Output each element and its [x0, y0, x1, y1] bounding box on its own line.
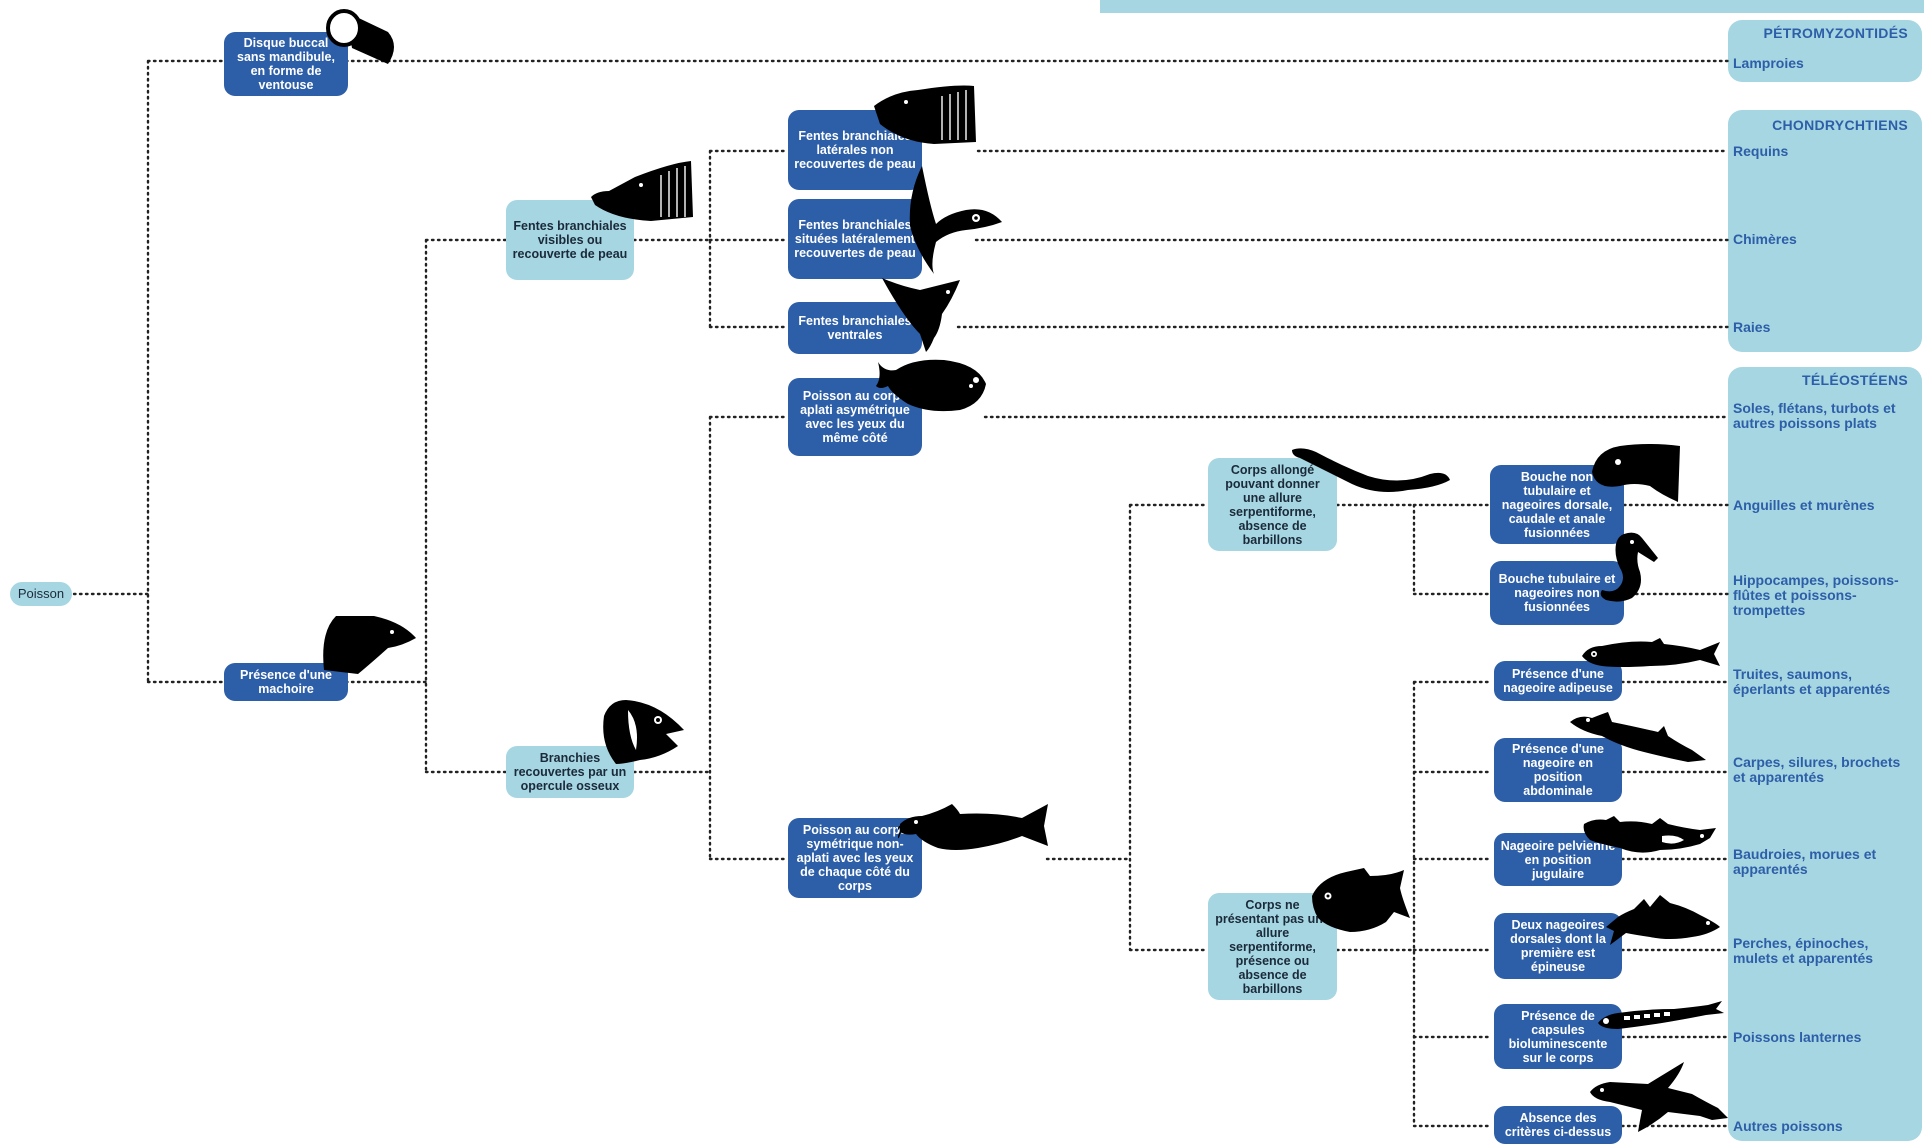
trout-icon — [1582, 638, 1720, 667]
chimaera-icon — [909, 166, 1002, 274]
moray-icon — [1592, 444, 1680, 502]
node-corps-non-serpentiforme: Corps ne présentant pas une allure serpe… — [1208, 893, 1337, 1000]
node-machoire: Présence d'une machoire — [224, 663, 348, 701]
perch-icon — [1606, 895, 1720, 945]
node-fentes-laterales-non: Fentes branchiales latérales non recouve… — [788, 110, 922, 190]
node-nageoire-adipeuse: Présence d'une nageoire adipeuse — [1494, 661, 1622, 701]
lanternfish-icon — [1598, 1001, 1724, 1029]
node-fentes-ventrales: Fentes branchiales ventrales — [788, 302, 922, 354]
node-nageoire-abdominale: Présence d'une nageoire en position abdo… — [1494, 738, 1622, 802]
leaf-carpes: Carpes, silures, brochets et apparentés — [1733, 754, 1901, 785]
node-pelvienne-jugulaire: Nageoire pelvienne en position jugulaire — [1494, 833, 1622, 886]
node-disque-buccal: Disque buccal sans mandibule, en forme d… — [224, 32, 348, 96]
shark-head-icon — [323, 616, 416, 674]
node-corps-symetrique: Poisson au corps symétrique non-aplati a… — [788, 818, 922, 898]
group-teleosteens — [1728, 367, 1922, 1141]
pike-icon — [1570, 712, 1706, 762]
leaf-requins: Requins — [1733, 143, 1789, 159]
node-fentes-laterales-recouvertes: Fentes branchiales situées latéralement … — [788, 199, 922, 279]
header-strip — [1100, 0, 1924, 13]
node-absence-criteres: Absence des critères ci-dessus — [1494, 1106, 1622, 1144]
leaf-lanternes: Poissons lanternes — [1733, 1029, 1862, 1045]
group-title-chondry: CHONDRYCHTIENS — [1772, 117, 1908, 133]
piranha-icon — [1312, 868, 1410, 932]
gill-slits-icon — [591, 161, 693, 221]
leaf-autres: Autres poissons — [1733, 1118, 1843, 1134]
group-petromyzontides — [1728, 20, 1922, 82]
cod-icon — [1583, 816, 1716, 853]
root-node: Poisson — [10, 582, 72, 606]
leaf-baudroies: Baudroies, morues et apparentés — [1733, 846, 1877, 877]
node-capsules-bioluminescentes: Présence de capsules bioluminescente sur… — [1494, 1004, 1622, 1069]
leaf-perches: Perches, épinoches, mulets et apparentés — [1733, 935, 1874, 966]
flyingfish-icon — [1590, 1062, 1728, 1132]
lamprey-mouth-icon — [326, 9, 394, 64]
leaf-truites: Truites, saumons, éperlants et apparenté… — [1733, 666, 1891, 697]
catfish-icon — [898, 804, 1048, 850]
leaf-raies: Raies — [1733, 319, 1771, 335]
flatfish-icon — [876, 359, 986, 412]
seahorse-icon — [1600, 532, 1658, 602]
leaf-lamproies: Lamproies — [1733, 55, 1804, 71]
node-corps-allonge: Corps allongé pouvant donner une allure … — [1208, 458, 1337, 551]
leaf-hippocampes: Hippocampes, poissons-flûtes et poissons… — [1733, 572, 1899, 618]
group-title-teleo: TÉLÉOSTÉENS — [1802, 372, 1908, 388]
leaf-soles: Soles, flétans, turbots et autres poisso… — [1733, 400, 1896, 431]
group-chondrichtyens — [1728, 110, 1922, 352]
eel-icon — [1292, 448, 1450, 492]
ray-icon — [882, 278, 960, 352]
leaf-anguilles: Anguilles et murènes — [1733, 497, 1875, 513]
shark-gills-icon — [874, 85, 976, 144]
node-deux-dorsales: Deux nageoires dorsales dont la première… — [1494, 913, 1622, 979]
node-branchies-opercule: Branchies recouvertes par un opercule os… — [506, 746, 634, 798]
gill-cover-icon — [603, 700, 684, 764]
group-title-petro: PÉTROMYZONTIDÉS — [1763, 25, 1908, 41]
leaf-chimeres: Chimères — [1733, 231, 1797, 247]
